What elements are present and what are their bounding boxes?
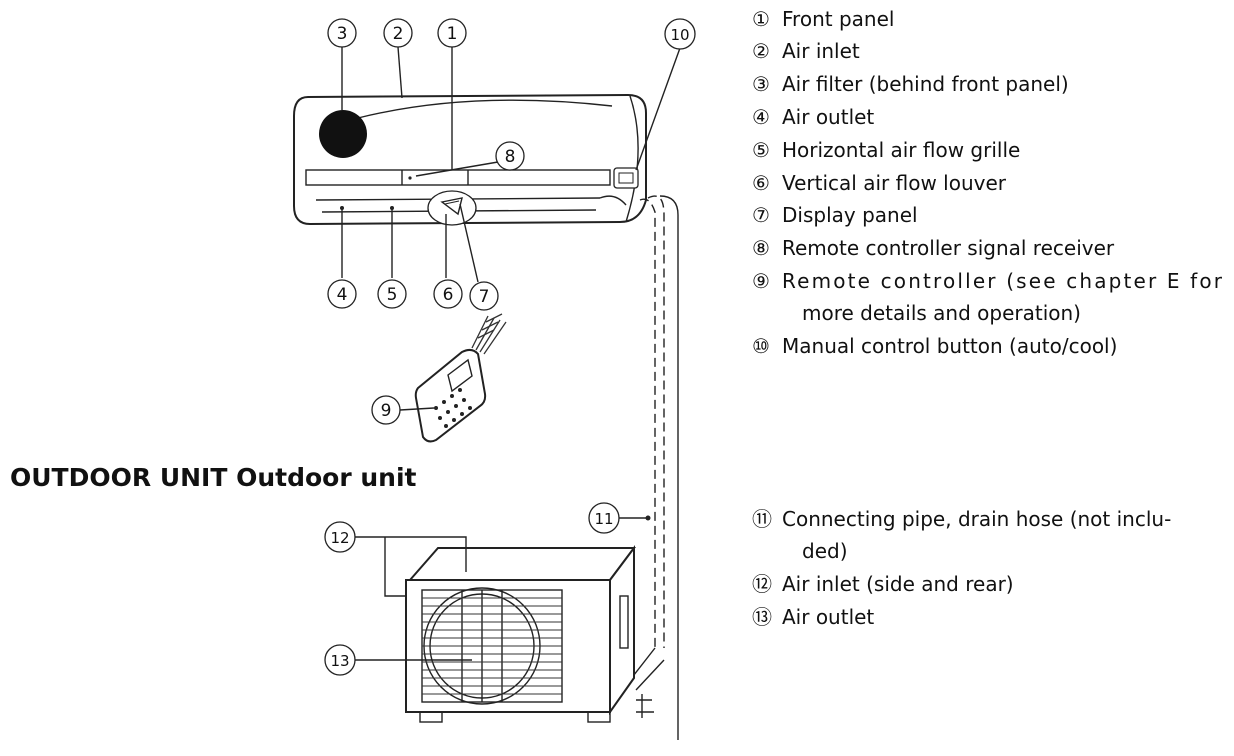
svg-text:4: 4 xyxy=(337,285,348,305)
legend: ① Front panel ② Air inlet ③ Air filter (beh… xyxy=(752,7,1223,629)
svg-text:9: 9 xyxy=(381,401,392,421)
svg-text:1: 1 xyxy=(447,24,458,44)
svg-text:Manual control button (auto/co: Manual control button (auto/cool) xyxy=(782,334,1117,358)
legend-item-10: ⑩ Manual control button (auto/cool) xyxy=(752,334,1117,358)
indoor-unit xyxy=(293,93,647,226)
callout-5: 5 xyxy=(377,279,407,309)
svg-text:ded): ded) xyxy=(802,539,848,563)
legend-item-12: ⑫ Air inlet (side and rear) xyxy=(752,572,1014,596)
callout-6: 6 xyxy=(433,279,463,309)
svg-text:⑩: ⑩ xyxy=(752,334,770,358)
callout-12: 12 xyxy=(324,521,356,553)
svg-text:3: 3 xyxy=(337,24,348,44)
svg-text:5: 5 xyxy=(387,285,398,305)
legend-item-1: ① Front panel xyxy=(752,7,894,31)
svg-text:Vertical air flow louver: Vertical air flow louver xyxy=(782,171,1007,195)
legend-item-7: ⑦ Display panel xyxy=(752,203,918,227)
svg-text:12: 12 xyxy=(330,529,349,547)
legend-item-8: ⑧ Remote controller signal receiver xyxy=(752,236,1115,260)
svg-text:Remote controller (see chap: Remote controller (see chapter E for xyxy=(782,269,1223,293)
svg-text:11: 11 xyxy=(594,510,613,528)
svg-text:⑦: ⑦ xyxy=(752,203,770,227)
svg-text:⑧: ⑧ xyxy=(752,236,770,260)
svg-text:10: 10 xyxy=(670,26,689,44)
legend-item-2: ② Air inlet xyxy=(752,39,860,63)
svg-text:Air inlet (side and rear): Air inlet (side and rear) xyxy=(782,572,1014,596)
manual-control-button-box xyxy=(613,167,639,189)
legend-item-13: ⑬ Air outlet xyxy=(752,605,874,629)
svg-text:7: 7 xyxy=(479,287,490,307)
svg-text:Horizontal air flow grille: Horizontal air flow grille xyxy=(782,138,1020,162)
callout-9: 9 xyxy=(371,395,401,425)
svg-text:Air outlet: Air outlet xyxy=(782,605,874,629)
callout-10: 10 xyxy=(664,18,696,50)
svg-text:⑨: ⑨ xyxy=(752,269,770,293)
legend-item-5: ⑤ Horizontal air flow grille xyxy=(752,138,1020,162)
outdoor-unit-heading: OUTDOOR UNIT Outdoor unit xyxy=(10,463,417,492)
callout-3: 3 xyxy=(327,18,357,48)
svg-text:⑤: ⑤ xyxy=(752,138,770,162)
svg-text:Air filter (behind front panel: Air filter (behind front panel) xyxy=(782,72,1069,96)
svg-text:⑥: ⑥ xyxy=(752,171,770,195)
svg-text:2: 2 xyxy=(393,24,404,44)
legend-item-4: ④ Air outlet xyxy=(752,105,874,129)
svg-text:②: ② xyxy=(752,39,770,63)
callout-8: 8 xyxy=(495,141,525,171)
callout-2: 2 xyxy=(383,18,413,48)
outdoor-unit xyxy=(405,545,654,723)
callout-7: 7 xyxy=(469,281,499,311)
connecting-pipe xyxy=(629,195,679,740)
svg-text:⑬: ⑬ xyxy=(752,605,772,629)
svg-text:Remote controller signal recei: Remote controller signal receiver xyxy=(782,236,1115,260)
callout-11: 11 xyxy=(588,502,620,534)
svg-text:Display panel: Display panel xyxy=(782,203,918,227)
svg-text:8: 8 xyxy=(505,147,516,167)
svg-text:⑫: ⑫ xyxy=(752,572,772,596)
svg-text:13: 13 xyxy=(330,652,349,670)
callout-4: 4 xyxy=(327,279,357,309)
legend-item-9: ⑨ Remote controller (see chapter E for m… xyxy=(752,269,1223,325)
callout-1: 1 xyxy=(437,18,467,48)
svg-text:①: ① xyxy=(752,7,770,31)
svg-text:Air inlet: Air inlet xyxy=(782,39,860,63)
air-filter-disk xyxy=(319,110,367,158)
callout-13: 13 xyxy=(324,644,356,676)
svg-text:③: ③ xyxy=(752,72,770,96)
callout-leaders xyxy=(341,46,681,661)
legend-item-11: ⑪ Connecting pipe, drain hose (not inclu… xyxy=(752,507,1171,563)
remote-controller xyxy=(414,313,507,443)
legend-item-6: ⑥ Vertical air flow louver xyxy=(752,171,1007,195)
svg-text:Front panel: Front panel xyxy=(782,7,894,31)
svg-text:⑪: ⑪ xyxy=(752,507,772,531)
legend-item-3: ③ Air filter (behind front panel) xyxy=(752,72,1069,96)
svg-text:more details and operation): more details and operation) xyxy=(802,301,1081,325)
svg-text:④: ④ xyxy=(752,105,770,129)
svg-text:6: 6 xyxy=(443,285,454,305)
svg-text:Air outlet: Air outlet xyxy=(782,105,874,129)
svg-text:Connecting pipe, drain hose (n: Connecting pipe, drain hose (not inclu- xyxy=(782,507,1171,531)
callout-markers: 3 2 1 10 8 4 5 6 7 9 11 12 13 xyxy=(324,18,696,676)
